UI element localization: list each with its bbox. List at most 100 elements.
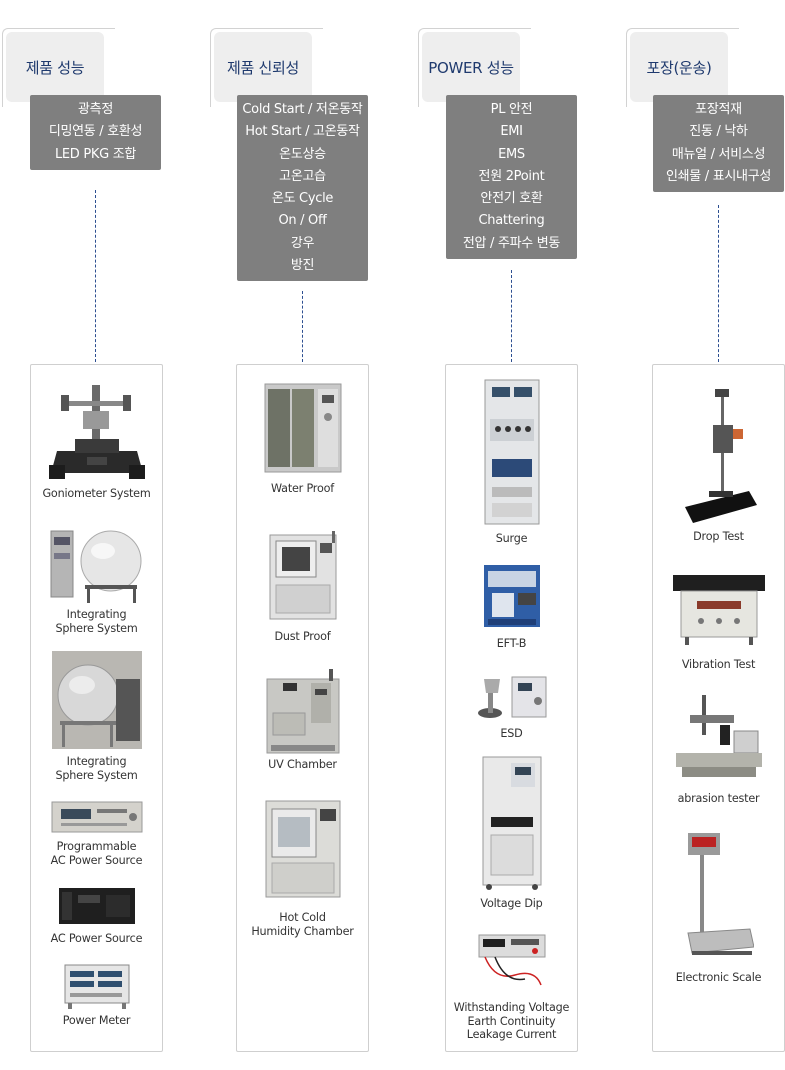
- equipment-box: Drop Test Vibration Test abrasion tester: [652, 364, 785, 1052]
- column-product-reliability: 제품 신뢰성 Cold Start / 저온동작 Hot Start / 고온동…: [208, 0, 378, 1070]
- test-item: 고온고습: [279, 168, 326, 184]
- eft-tester-photo: [483, 565, 540, 627]
- equipment-label: Water Proof: [271, 482, 334, 495]
- equipment-item: Drop Test: [653, 387, 784, 544]
- voltage-dip-photo: [482, 756, 541, 890]
- category-tab-power-performance[interactable]: POWER 성능: [422, 32, 520, 102]
- integrating-sphere-photo: [50, 530, 141, 603]
- equipment-item: AC Power Source: [31, 887, 162, 946]
- equipment-box: Goniometer System Integrating Sphere Sys…: [30, 364, 163, 1052]
- equipment-label: Withstanding Voltage Earth Continuity Le…: [453, 1001, 570, 1041]
- equipment-item: abrasion tester: [653, 695, 784, 806]
- test-list-box: Cold Start / 저온동작 Hot Start / 고온동작 온도상승 …: [237, 95, 368, 282]
- equipment-item: ESD: [446, 671, 577, 741]
- test-list-box: 포장적재 진동 / 낙하 매뉴얼 / 서비스성 인쇄물 / 표시내구성: [653, 95, 784, 193]
- test-item: 디밍연동 / 호환성: [48, 124, 143, 140]
- tab-frame: [626, 28, 739, 107]
- equipment-item: EFT-B: [446, 561, 577, 651]
- equipment-item: Integrating Sphere System: [31, 525, 162, 635]
- surge-tester-photo: [484, 379, 539, 525]
- test-item: On / Off: [278, 213, 327, 229]
- esd-gun-photo: [477, 676, 546, 718]
- equipment-label: Power Meter: [62, 1014, 131, 1027]
- test-item: 강우: [290, 235, 315, 251]
- test-item: 진동 / 낙하: [689, 124, 748, 140]
- connector-line: [718, 205, 719, 362]
- test-list-box: PL 안전 EMI EMS 전원 2Point 안전기 호환 Chatterin…: [446, 95, 577, 260]
- equipment-item: Surge: [446, 379, 577, 546]
- equipment-item: Hot Cold Humidity Chamber: [237, 799, 368, 938]
- equipment-label: Programmable AC Power Source: [50, 840, 143, 867]
- equipment-label: Vibration Test: [681, 658, 756, 671]
- connector-line: [95, 190, 96, 362]
- equipment-label: Electronic Scale: [675, 971, 762, 984]
- column-packaging: 포장(운송) 포장적재 진동 / 낙하 매뉴얼 / 서비스성 인쇄물 / 표시내…: [624, 0, 785, 1070]
- electronic-scale-photo: [686, 833, 754, 955]
- chamber-photo: [265, 800, 340, 898]
- test-item: 인쇄물 / 표시내구성: [665, 168, 772, 184]
- equipment-item: Dust Proof: [237, 531, 368, 644]
- equipment-item: Withstanding Voltage Earth Continuity Le…: [446, 931, 577, 1042]
- equipment-label: Voltage Dip: [480, 897, 543, 910]
- equipment-item: Voltage Dip: [446, 755, 577, 911]
- test-item: 전원 2Point: [478, 168, 545, 184]
- column-product-performance: 제품 성능 광측정 디밍연동 / 호환성 LED PKG 조합 Goniomet…: [0, 0, 170, 1070]
- chamber-photo: [269, 531, 336, 620]
- equipment-item: Electronic Scale: [653, 829, 784, 985]
- drop-tester-photo: [684, 389, 757, 523]
- equipment-label: ESD: [500, 727, 523, 740]
- equipment-label: Hot Cold Humidity Chamber: [251, 911, 354, 938]
- equipment-item: UV Chamber: [237, 669, 368, 772]
- column-power-performance: POWER 성능 PL 안전 EMI EMS 전원 2Point 안전기 호환 …: [416, 0, 586, 1070]
- ac-power-source-photo: [51, 801, 142, 833]
- test-item: Cold Start / 저온동작: [242, 102, 363, 117]
- category-tab-product-reliability[interactable]: 제품 신뢰성: [214, 32, 312, 102]
- test-item: 방진: [290, 258, 315, 274]
- chamber-photo: [266, 669, 339, 754]
- withstanding-tester-photo: [478, 934, 545, 986]
- test-item: 안전기 호환: [480, 191, 543, 207]
- goniometer-photo: [48, 385, 145, 479]
- test-item: LED PKG 조합: [54, 146, 137, 162]
- test-item: 광측정: [78, 102, 113, 117]
- vibration-table-photo: [672, 575, 765, 645]
- tab-frame: [418, 28, 531, 107]
- power-meter-photo: [64, 964, 129, 1009]
- equipment-box: Surge EFT-B ESD: [445, 364, 578, 1052]
- test-item: 매뉴얼 / 서비스성: [671, 146, 766, 162]
- equipment-item: Programmable AC Power Source: [31, 801, 162, 867]
- tab-frame: [210, 28, 323, 107]
- test-item: EMS: [498, 146, 525, 162]
- equipment-label: abrasion tester: [677, 792, 760, 805]
- equipment-item: Goniometer System: [31, 381, 162, 501]
- equipment-item: Integrating Sphere System: [31, 651, 162, 782]
- equipment-label: Dust Proof: [274, 630, 331, 643]
- test-item: 전압 / 주파수 변동: [462, 235, 561, 251]
- equipment-label: EFT-B: [496, 637, 527, 650]
- equipment-item: Power Meter: [31, 963, 162, 1028]
- equipment-label: Surge: [495, 532, 528, 545]
- tab-frame: [2, 28, 115, 107]
- connector-line: [302, 291, 303, 362]
- equipment-label: Integrating Sphere System: [55, 608, 138, 635]
- equipment-label: Integrating Sphere System: [55, 755, 138, 782]
- equipment-box: Water Proof Dust Proof: [236, 364, 369, 1052]
- abrasion-tester-photo: [675, 695, 762, 777]
- test-item: 온도상승: [279, 146, 326, 162]
- ac-power-source-photo: [58, 888, 135, 924]
- category-tab-product-performance[interactable]: 제품 성능: [6, 32, 104, 102]
- test-item: EMI: [500, 124, 523, 140]
- test-item: PL 안전: [490, 102, 533, 117]
- equipment-label: Goniometer System: [42, 487, 151, 500]
- category-tab-packaging[interactable]: 포장(운송): [630, 32, 728, 102]
- equipment-label: Drop Test: [693, 530, 744, 543]
- integrating-sphere-photo: [51, 651, 142, 749]
- connector-line: [511, 270, 512, 362]
- equipment-label: AC Power Source: [50, 932, 143, 945]
- equipment-label: UV Chamber: [268, 758, 337, 771]
- test-list-box: 광측정 디밍연동 / 호환성 LED PKG 조합: [30, 95, 161, 170]
- equipment-item: Water Proof: [237, 383, 368, 496]
- test-item: Hot Start / 고온동작: [245, 124, 360, 140]
- chamber-photo: [264, 383, 341, 473]
